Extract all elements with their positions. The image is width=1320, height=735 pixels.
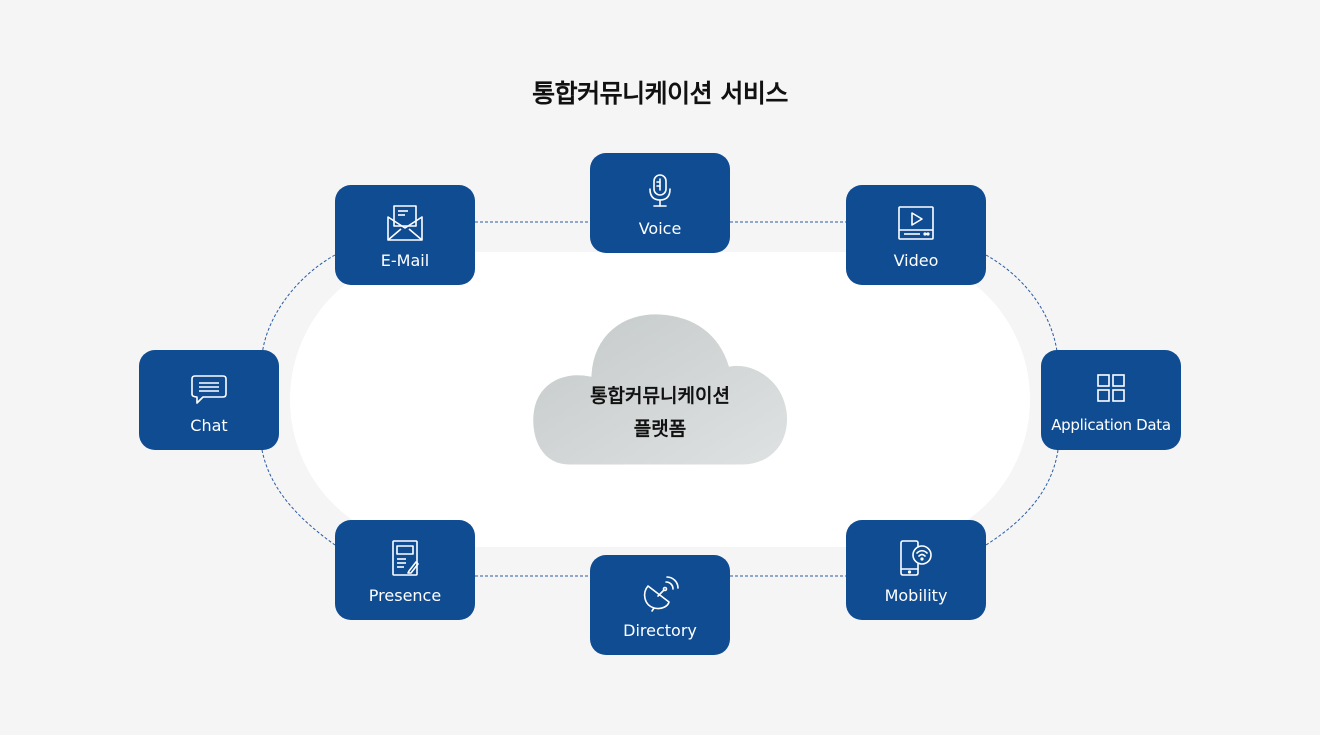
cloud-icon bbox=[530, 311, 790, 468]
service-email-label: E-Mail bbox=[380, 251, 430, 270]
service-email[interactable]: E-Mail bbox=[335, 185, 475, 285]
grid-icon bbox=[1091, 368, 1131, 408]
service-voice-label: Voice bbox=[638, 219, 682, 238]
page-title: 통합커뮤니케이션 서비스 bbox=[532, 79, 788, 108]
video-player-icon bbox=[896, 203, 936, 243]
envelope-icon bbox=[385, 203, 425, 243]
platform-label: 통합커뮤니케이션 플랫폼 bbox=[540, 380, 780, 446]
service-application-data-label: Application Data bbox=[1051, 416, 1171, 434]
mobile-wifi-icon bbox=[896, 538, 936, 578]
microphone-icon bbox=[640, 171, 680, 211]
service-presence[interactable]: Presence bbox=[335, 520, 475, 620]
service-chat-label: Chat bbox=[190, 416, 228, 435]
document-icon bbox=[385, 538, 425, 578]
service-mobility-label: Mobility bbox=[884, 586, 948, 605]
service-application-data[interactable]: Application Data bbox=[1041, 350, 1181, 450]
chat-bubble-icon bbox=[189, 368, 229, 408]
service-voice[interactable]: Voice bbox=[590, 153, 730, 253]
service-mobility[interactable]: Mobility bbox=[846, 520, 986, 620]
service-video[interactable]: Video bbox=[846, 185, 986, 285]
platform-label-line2: 플랫폼 bbox=[633, 418, 687, 440]
service-directory-label: Directory bbox=[623, 621, 697, 640]
satellite-dish-icon bbox=[640, 573, 680, 613]
service-chat[interactable]: Chat bbox=[139, 350, 279, 450]
service-directory[interactable]: Directory bbox=[590, 555, 730, 655]
service-video-label: Video bbox=[893, 251, 939, 270]
platform-label-line1: 통합커뮤니케이션 bbox=[590, 385, 730, 407]
service-presence-label: Presence bbox=[368, 586, 442, 605]
